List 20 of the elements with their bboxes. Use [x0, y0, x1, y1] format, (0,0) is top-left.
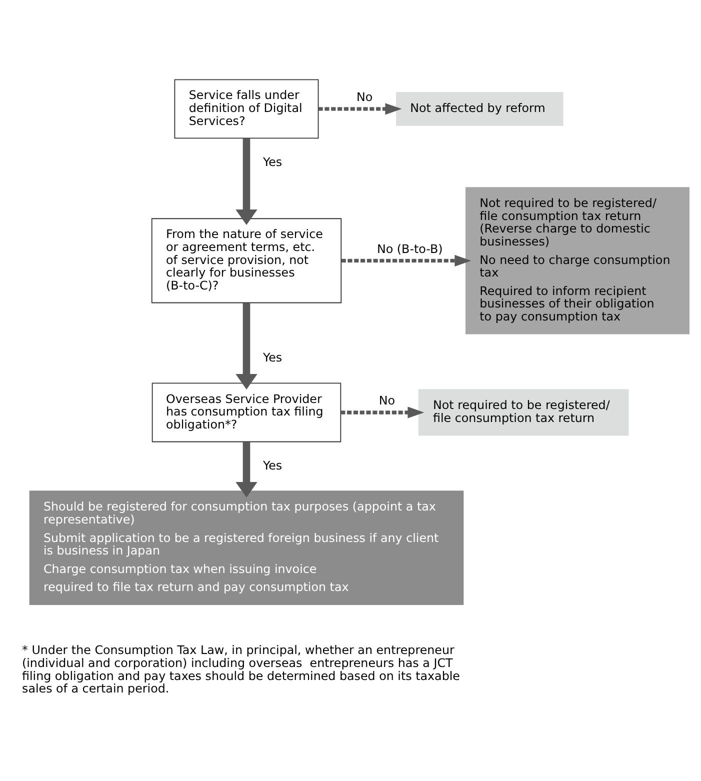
- arrow: [341, 254, 472, 266]
- arrow: [340, 406, 424, 418]
- edge-label: No (B-to-B): [377, 241, 443, 256]
- edge-label: Yes: [262, 154, 282, 168]
- edge-label: No: [378, 393, 395, 408]
- arrow: [236, 138, 258, 224]
- label: * Under the Consumption Tax Law, in principal, whether an entrepreneur (individual and corporation) including overseas entrepreneurs has a JCT filing obligation and pay taxes should be determined based on its taxable sales of a certain period.: [22, 642, 460, 696]
- node-box: From the nature of service or agreement terms, etc. of service provision, not clearly for businesses (B-to-C)?: [151, 218, 342, 303]
- edge-label: No: [356, 90, 373, 104]
- edge-label: Yes: [262, 350, 282, 364]
- node-box: Service falls under definition of Digital Services?: [174, 78, 319, 138]
- arrow: [236, 442, 258, 497]
- node-box: Should be registered for consumption tax purposes (appoint a tax representative) Submit application to be a registered foreign business if any client is business in Japan Charge consumption tax when issuing invoice required to file tax return and pay consumption tax: [29, 490, 464, 604]
- arrow: [318, 102, 402, 114]
- node-box: Not required to be registered/ file consumption tax return: [418, 388, 629, 436]
- node-box: Overseas Service Provider has consumption tax filing obligation*?: [152, 382, 342, 442]
- node-box: Not affected by reform: [396, 92, 564, 126]
- arrow: [236, 302, 258, 390]
- edge-label: Yes: [262, 458, 282, 472]
- node-box: Not required to be registered/ file consumption tax return (Reverse charge to domestic businesses) No need to charge consumption tax Required to inform recipient businesses of their obligation to pay consumption tax: [465, 186, 690, 334]
